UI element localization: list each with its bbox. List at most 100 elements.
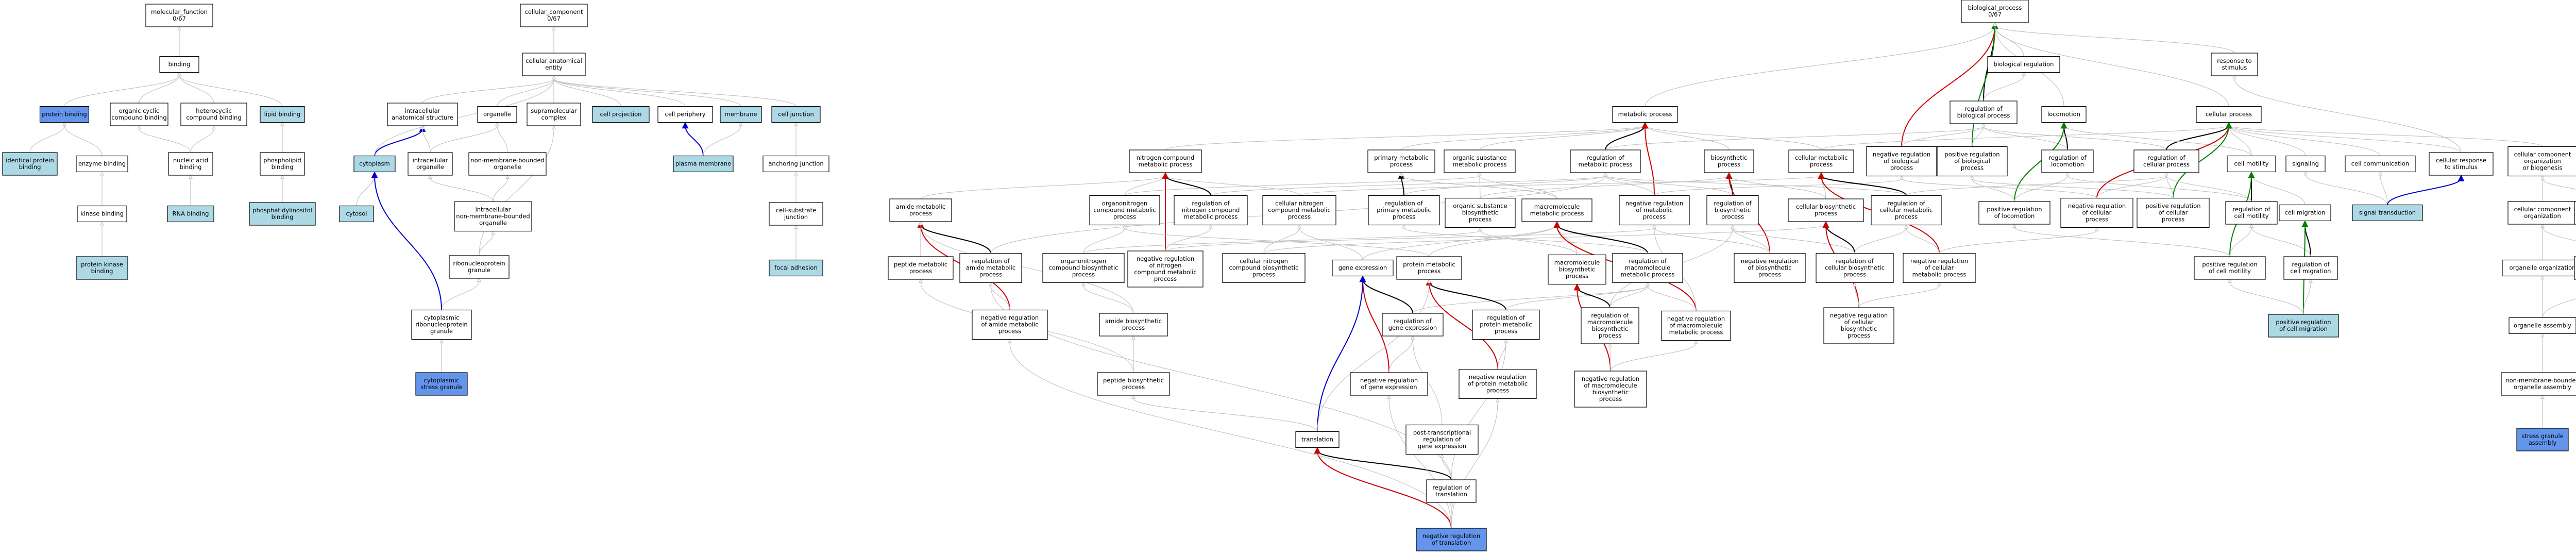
go-term-node-cell-migration[interactable]: cell migration xyxy=(2279,204,2331,222)
go-term-node-cc-assembly[interactable]: cellular componentassembly xyxy=(2574,256,2576,280)
go-term-node-gene-expression[interactable]: gene expression xyxy=(1332,259,1394,277)
go-term-node-cytoplasm[interactable]: cytoplasm xyxy=(353,155,396,173)
go-term-node-cellular-process[interactable]: cellular process xyxy=(2196,106,2262,123)
go-term-node-cytosol[interactable]: cytosol xyxy=(339,205,374,223)
go-term-node-rna-binding[interactable]: RNA binding xyxy=(167,205,214,223)
go-term-node-anchoring-junction[interactable]: anchoring junction xyxy=(762,155,829,173)
go-term-node-focal-adhesion[interactable]: focal adhesion xyxy=(769,259,823,277)
go-term-node-cell-periphery[interactable]: cell periphery xyxy=(657,106,713,123)
go-term-node-cell-junction[interactable]: cell junction xyxy=(771,106,821,123)
go-term-node-biological-regulation[interactable]: biological regulation xyxy=(1987,56,2060,73)
go-term-node-locomotion[interactable]: locomotion xyxy=(2041,106,2087,123)
go-term-node-cell-communication[interactable]: cell communication xyxy=(2345,155,2416,173)
go-term-node-signaling[interactable]: signaling xyxy=(2285,155,2326,173)
go-term-node-reg-macromolecule-bp[interactable]: regulation ofmacromoleculebiosyntheticpr… xyxy=(1581,307,1639,344)
go-term-node-organelle-organization[interactable]: organelle organization xyxy=(2502,259,2576,277)
go-term-node-membrane[interactable]: membrane xyxy=(720,106,762,123)
go-term-node-intracellular-nonmembrane[interactable]: intracellularnon-membrane-boundedorganel… xyxy=(454,201,532,232)
go-term-node-cell-projection[interactable]: cell projection xyxy=(592,106,650,123)
go-term-node-kinase-binding[interactable]: kinase binding xyxy=(77,205,127,223)
go-term-node-cell-motility[interactable]: cell motility xyxy=(2227,155,2276,173)
go-term-node-metabolic-process[interactable]: metabolic process xyxy=(1612,106,1678,123)
go-term-node-lipid-binding[interactable]: lipid binding xyxy=(260,106,305,123)
go-term-node-protein-binding[interactable]: protein binding xyxy=(39,106,90,123)
go-term-node-plasma-membrane[interactable]: plasma membrane xyxy=(673,155,734,173)
go-term-node-organelle[interactable]: organelle xyxy=(477,106,517,123)
go-term-node-binding[interactable]: binding xyxy=(159,56,199,73)
go-term-node-enzyme-binding[interactable]: enzyme binding xyxy=(76,155,128,173)
